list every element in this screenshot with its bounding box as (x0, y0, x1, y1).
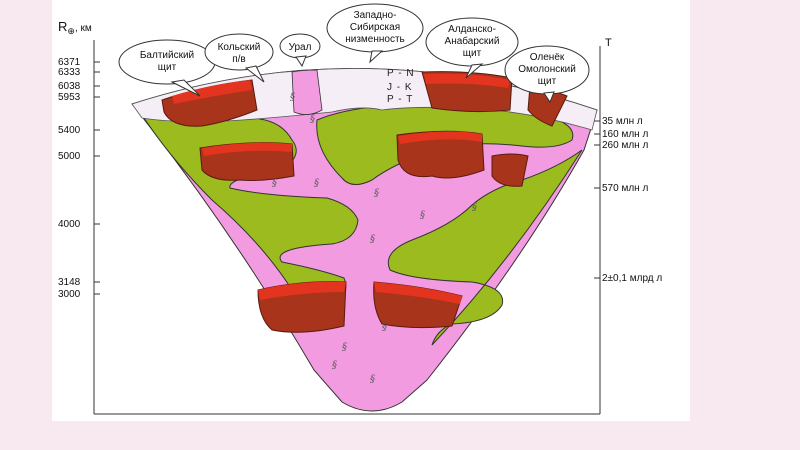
earth-cross-section-diagram: R⊕, км T 6371 6333 6038 5953 5400 5000 4… (58, 3, 662, 415)
callout-ural: Урал (279, 33, 321, 68)
callout-text: п/в (232, 54, 246, 65)
age-ticks: 35 млн л 160 млн л 260 млн л 570 млн л 2… (594, 116, 662, 284)
depth-tick-label: 4000 (58, 219, 81, 230)
depth-tick-label: 5000 (58, 151, 81, 162)
mantle-body-right-lower (387, 149, 583, 346)
callout-west-siberian: Западно- Сибирская низменность (326, 3, 424, 64)
callout-text: Сибирская (350, 21, 400, 33)
callout-text: Анабарский (445, 35, 500, 47)
right-axis-title: T (605, 37, 612, 49)
depth-tick-label: 5953 (58, 92, 81, 103)
plume-symbol: § (420, 210, 425, 221)
callout-text: Омолонский (518, 64, 576, 75)
depth-tick-label: 6371 (58, 57, 81, 68)
plume-symbols: § § § § § § § § § § § § (272, 92, 477, 385)
strata-label: P - T (387, 94, 413, 105)
depth-tick-label: 3148 (58, 277, 81, 288)
callout-text: щит (158, 62, 177, 73)
crust-blocks-mid (199, 130, 529, 187)
age-tick-label: 570 млн л (602, 183, 648, 194)
crust-blocks-surface (161, 71, 568, 127)
left-axis-title: R⊕, км (58, 19, 92, 36)
callout-text: щит (463, 48, 482, 59)
callout-text: щит (538, 76, 557, 87)
age-tick-label: 2±0,1 млрд л (602, 273, 662, 284)
callout-text: Оленёк (530, 52, 565, 63)
plume-symbol: § (310, 114, 315, 125)
depth-tick-label: 6333 (58, 67, 81, 78)
plume-symbol: § (370, 234, 375, 245)
plume-symbol: § (370, 374, 375, 385)
callout-text: Балтийский (140, 50, 194, 61)
age-tick-label: 160 млн л (602, 129, 648, 140)
callout-text: Алданско- (448, 24, 496, 35)
strata-label: P - N (387, 68, 415, 79)
plume-symbol: § (382, 322, 387, 333)
crust-blocks-deep (257, 281, 463, 333)
callout-baltic: Балтийский щит (118, 39, 216, 97)
callout-text: низменность (345, 34, 405, 45)
slide: R⊕, км T 6371 6333 6038 5953 5400 5000 4… (52, 0, 690, 421)
callout-aldan: Алданско- Анабарский щит (425, 17, 519, 79)
ural-channel (291, 69, 323, 115)
depth-tick-label: 3000 (58, 289, 81, 300)
callout-kola: Кольский п/в (204, 33, 274, 83)
age-tick-label: 35 млн л (602, 116, 643, 127)
plume-symbol: § (472, 202, 477, 213)
plume-symbol: § (290, 92, 295, 103)
depth-tick-label: 6038 (58, 81, 81, 92)
age-tick-label: 260 млн л (602, 140, 648, 151)
callout-text: Западно- (354, 10, 397, 21)
callout-text: Урал (289, 42, 312, 53)
callout-olenek: Оленёк Омолонский щит (504, 45, 590, 104)
plume-symbol: § (314, 178, 319, 189)
strata-label: J - K (387, 82, 413, 93)
plume-symbol: § (272, 178, 277, 189)
plume-symbol: § (374, 188, 379, 199)
plume-symbol: § (342, 342, 347, 353)
plume-symbol: § (332, 360, 337, 371)
callout-text: Кольский (218, 42, 261, 53)
depth-tick-label: 5400 (58, 125, 81, 136)
depth-ticks: 6371 6333 6038 5953 5400 5000 4000 3148 … (58, 57, 100, 300)
